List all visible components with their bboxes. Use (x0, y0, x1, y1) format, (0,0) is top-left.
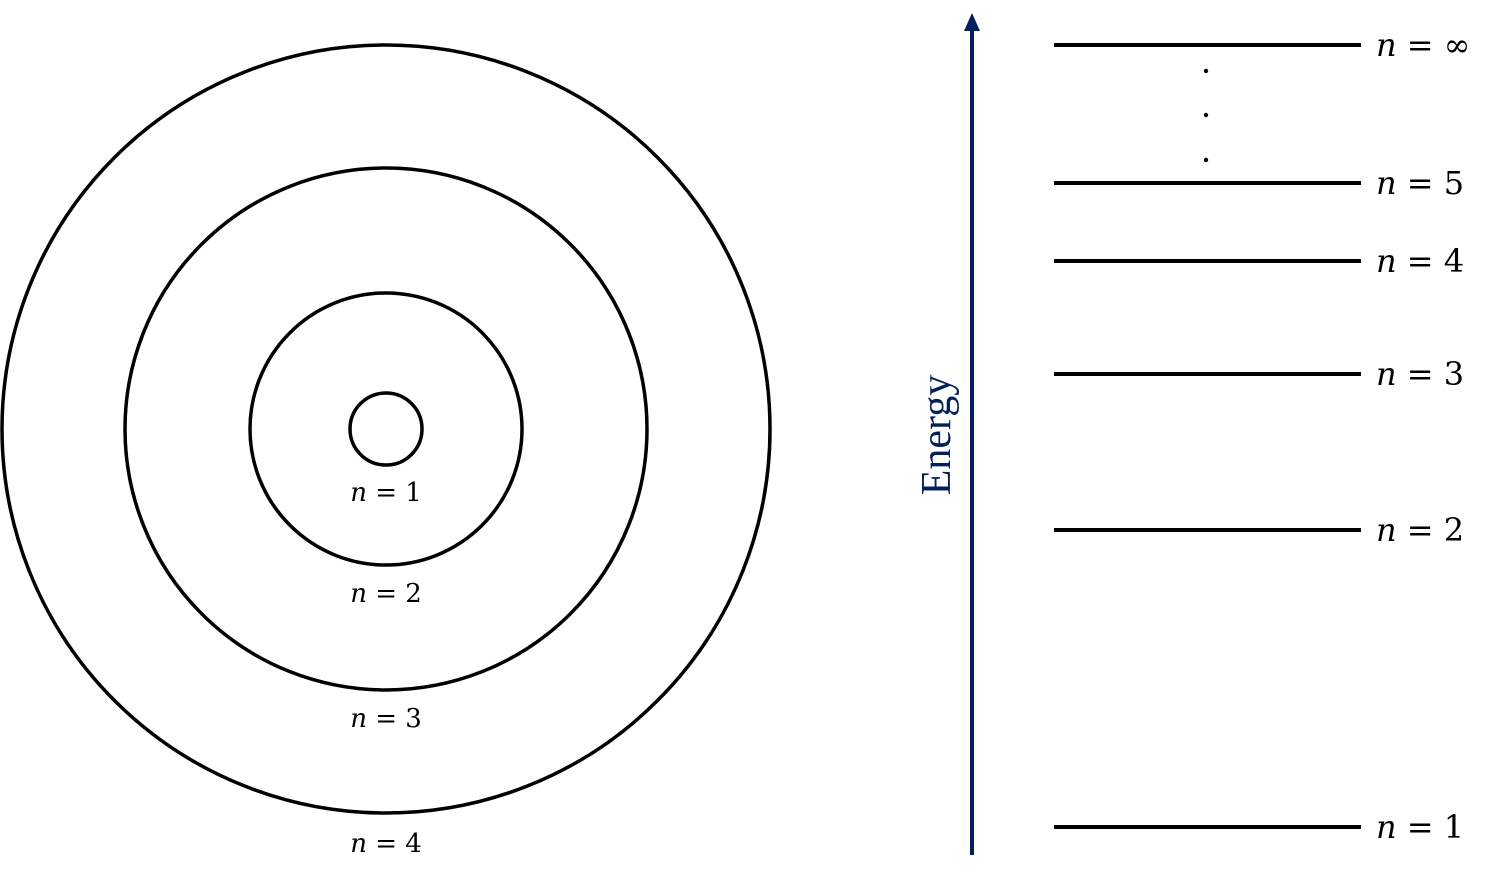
level-label-n2: n = 2 (1376, 511, 1464, 549)
ellipsis-dot (1203, 157, 1209, 163)
level-label-n3: n = 3 (1376, 355, 1464, 393)
energy-axis-arrowhead (964, 13, 980, 31)
ellipsis-dot (1203, 112, 1209, 118)
level-label-n5: n = 5 (1376, 164, 1464, 202)
orbit-n1 (348, 391, 424, 467)
orbit-n3 (123, 166, 649, 692)
orbit-n2 (248, 291, 524, 567)
level-label-ninf: n = ∞ (1376, 26, 1470, 64)
orbit-label-n4: n = 4 (350, 829, 422, 859)
energy-axis-group: Energy (914, 13, 980, 855)
level-label-n1: n = 1 (1376, 808, 1464, 846)
level-label-n4: n = 4 (1376, 242, 1464, 280)
orbit-n4 (0, 43, 772, 815)
orbit-label-n1: n = 1 (350, 478, 422, 508)
orbit-label-n3: n = 3 (350, 704, 422, 734)
ellipsis-dot (1203, 68, 1209, 74)
energy-levels: n = ∞ n = 5 n = 4 n = 3 n = 2 n = 1 (1054, 26, 1470, 846)
orbit-label-n2: n = 2 (350, 579, 422, 609)
bohr-model: n = 1 n = 2 n = 3 n = 4 (0, 43, 772, 859)
energy-axis-label: Energy (914, 375, 960, 496)
vertical-ellipsis (1203, 68, 1209, 163)
